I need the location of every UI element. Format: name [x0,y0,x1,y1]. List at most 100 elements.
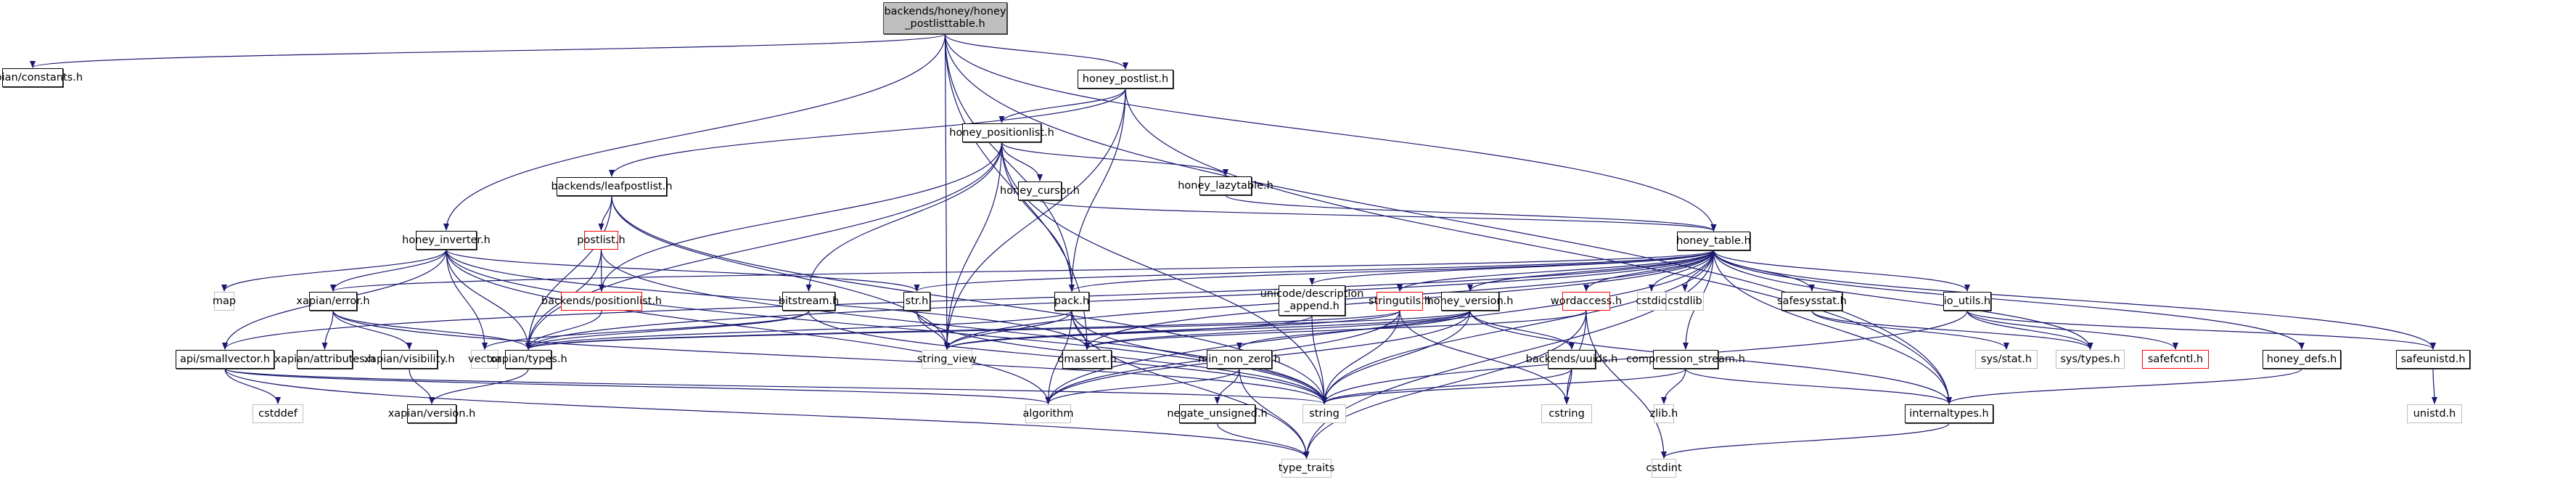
edge-honey_positionlist-to-honey_cursor [1001,142,1043,181]
edge-root-to-pack [944,33,1075,292]
edge-honey_lazytable-to-honey_table [1225,195,1717,232]
edge-honey_version-to-types [525,310,1471,350]
node-description-append[interactable]: unicode/description _append.h [1260,285,1363,316]
edge-honey_inverter-to-str [446,249,920,292]
node-bitstream[interactable]: bitstream.h [779,292,839,311]
edge-honey_inverter-to-vector [446,249,488,350]
node-sys-types: sys/types.h [2056,350,2125,369]
node-honey-cursor[interactable]: honey_cursor.h [1000,181,1080,200]
node-honey-positionlist[interactable]: honey_positionlist.h [949,123,1054,142]
edge-honey_table-to-algorithm [1045,250,1715,404]
edge-honey_postlist-to-leafpostlist [609,88,1126,177]
edge-smallvector-to-cstddef [224,368,281,404]
edge-wordaccess-to-type_traits [1303,310,1587,459]
edge-root-to-constants [30,33,946,68]
node-safefcntl[interactable]: safefcntl.h [2142,350,2209,369]
edge-internaltypes-to-cstdint [1661,422,1950,459]
edge-min_non_zero-to-type_traits [1239,368,1310,459]
node-zlib: zlib.h [1650,404,1678,423]
node-smallvector[interactable]: api/smallvector.h [176,350,274,369]
edge-honey_version-to-omassert [1084,310,1471,350]
node-xapian-attributes[interactable]: xapian/attributes.h [274,350,375,369]
node-honey-version[interactable]: honey_version.h [1427,292,1513,311]
edge-honey_table-to-honey_defs [1712,250,2305,350]
node-string-view: string_view [917,350,977,369]
node-honey-postlist[interactable]: honey_postlist.h [1078,70,1173,89]
edge-leafpostlist-to-types [525,195,612,350]
node-cstring: cstring [1541,404,1592,423]
edge-smallvector-to-type_traits [224,368,1310,459]
edge-wordaccess-to-omassert [1084,310,1587,350]
edge-honey_table-to-string [1321,250,1715,404]
node-safesysstat[interactable]: safesysstat.h [1777,292,1847,311]
edge-io_utils-to-safefcntl [1966,310,2178,350]
edge-honey_version-to-uuids [1469,310,1575,350]
node-honey-table[interactable]: honey_table.h [1676,232,1751,250]
node-internaltypes[interactable]: internaltypes.h [1905,404,1993,423]
node-xapian-constants[interactable]: xapian/constants.h [0,68,83,87]
edge-stringutils-to-string_view [944,310,1400,350]
edge-honey_inverter-to-algorithm [446,249,1051,404]
edge-honey_table-to-sys_types [1712,250,2093,350]
edge-honey_postlist-to-honey_positionlist [998,88,1126,123]
node-leafpostlist[interactable]: backends/leafpostlist.h [551,177,673,196]
node-sys-stat: sys/stat.h [1975,350,2038,369]
node-negate-unsigned[interactable]: negate_unsigned.h [1167,404,1268,423]
node-honey-lazytable[interactable]: honey_lazytable.h [1178,176,1273,195]
node-honey-defs[interactable]: honey_defs.h [2263,350,2341,369]
edge-compression_stream-to-zlib [1661,368,1686,404]
edge-honey_table-to-safeunistd [1712,250,2436,350]
edge-honey_positionlist-to-pack [1001,142,1075,292]
node-compression-stream[interactable]: compression_stream.h [1626,350,1745,369]
edge-uuids-to-string [1321,368,1572,404]
node-min-non-zero[interactable]: min_non_zero.h [1198,350,1281,369]
edge-honey_positionlist-to-bitstream [805,142,1003,292]
edge-safeunistd-to-unistd [2431,368,2437,404]
node-algorithm: algorithm [1023,404,1074,423]
edge-negate_unsigned-to-type_traits [1216,422,1310,459]
edge-honey_version-to-min_non_zero [1236,310,1471,350]
node-omassert[interactable]: omassert.h [1057,350,1117,369]
edge-visibility-to-version [409,368,435,404]
edge-io_utils-to-sys_types [1966,310,2093,350]
node-str[interactable]: str.h [903,292,930,311]
node-postlist[interactable]: postlist.h [577,231,625,250]
node-cstdint: cstdint [1646,459,1682,478]
edge-honey_inverter-to-omassert [446,249,1090,350]
edge-bitstream-to-vector [482,310,810,350]
node-io-utils[interactable]: io_utils.h [1943,292,1991,311]
edge-root-to-honey_inverter [443,33,946,231]
node-safeunistd[interactable]: safeunistd.h [2396,350,2470,369]
node-vector: vector [468,350,501,369]
node-xapian-types[interactable]: xapian/types.h [489,350,567,369]
edge-honey_table-to-cstdio [1649,250,1715,292]
node-wordaccess[interactable]: wordaccess.h [1551,292,1622,311]
edge-pack-to-algorithm [1045,310,1072,404]
edge-honey_version-to-string_view [944,310,1471,350]
node-xapian-visibility[interactable]: xapian/visibility.h [364,350,455,369]
node-xapian-error[interactable]: xapian/error.h [296,292,370,311]
edge-compression_stream-to-string [1321,368,1686,404]
node-string: string [1303,404,1346,423]
edge-honey_positionlist-to-string_view [944,142,1003,350]
edge-honey_table-to-types [525,250,1715,350]
node-honey-inverter[interactable]: honey_inverter.h [402,231,491,250]
node-backends-uuids[interactable]: backends/uuids.h [1526,350,1617,369]
edge-wordaccess-to-cstdint [1586,310,1667,459]
edge-smallvector-to-algorithm [224,368,1051,404]
edge-honey_postlist-to-string_view [944,88,1126,350]
edge-honey_table-to-stringutils [1397,250,1715,292]
edge-root-to-honey_table [944,33,1717,232]
node-xapian-version[interactable]: xapian/version.h [388,404,475,423]
edge-uuids-to-cstring [1564,368,1572,404]
edge-postlist-to-string [600,249,1327,404]
node-type-traits: type_traits [1279,459,1334,478]
edge-honey_positionlist-to-positionlist [599,142,1003,292]
node-honey-postlisttable[interactable]: backends/honey/honey _postlisttable.h [883,2,1007,34]
node-cstdio: cstdio [1636,292,1668,311]
node-backends-positionlist[interactable]: backends/positionlist.h [541,292,662,311]
node-pack[interactable]: pack.h [1054,292,1089,311]
node-stringutils[interactable]: stringutils.h [1369,292,1431,311]
